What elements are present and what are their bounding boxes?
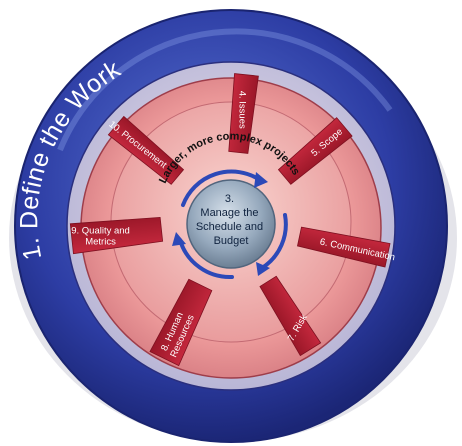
cycle-arrowheads xyxy=(172,172,270,276)
spoke-bar xyxy=(149,278,213,367)
spoke-bar xyxy=(107,115,185,185)
arrowhead-icon xyxy=(172,232,186,246)
spoke-issues: 4. Issues xyxy=(228,73,259,154)
arrowhead-icon xyxy=(254,172,268,188)
cycle-arrow-right xyxy=(260,213,288,270)
cycle-arrow-bottom xyxy=(178,238,234,280)
spoke-bar xyxy=(297,226,391,268)
spoke-label: 4. Issues xyxy=(236,91,247,129)
hub-circle xyxy=(186,179,276,269)
hub-line: 3. xyxy=(225,193,234,205)
spoke-label-line: 9. Quality and xyxy=(71,226,130,237)
hub-label: 3. Manage the Schedule and Budget xyxy=(196,193,266,247)
spoke-human: 8. HumanResources xyxy=(149,278,213,367)
spoke-label-line: Metrics xyxy=(85,237,116,248)
hub-line: Manage the xyxy=(200,207,258,219)
spoke-bar xyxy=(277,117,353,185)
spoke-risk: 7. Risk xyxy=(259,275,322,357)
spoke-bar xyxy=(228,73,259,154)
ring-highlight xyxy=(57,28,393,152)
cycle-arrow-top xyxy=(181,169,262,207)
hub-line: Budget xyxy=(214,235,249,247)
arrowhead-icon xyxy=(256,262,270,276)
spoke-bar xyxy=(69,216,164,255)
hub-line: Schedule and xyxy=(196,221,263,233)
cycle-arrows xyxy=(178,169,288,280)
spoke-label-line: 4. Issues xyxy=(236,91,247,129)
spoke-bar xyxy=(259,275,322,357)
